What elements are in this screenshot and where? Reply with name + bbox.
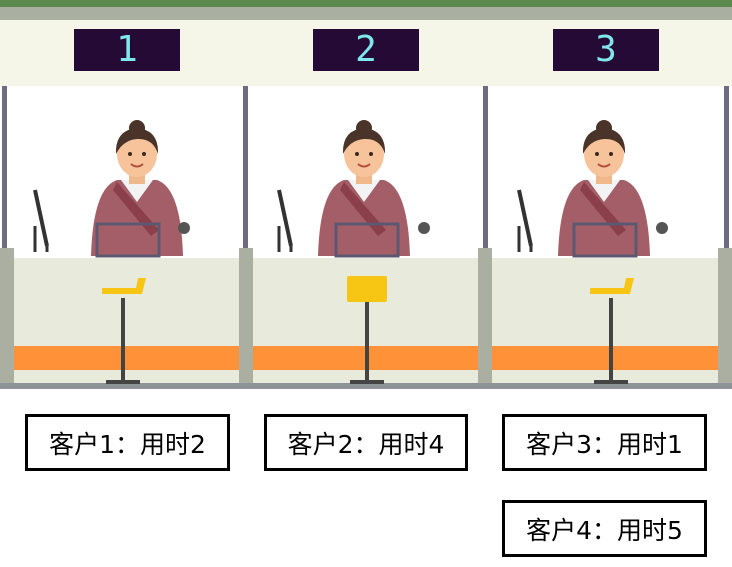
floor-line — [0, 383, 732, 389]
customer-ticket-4: 客户4：用时5 — [502, 500, 707, 557]
bell-icon — [656, 222, 668, 234]
bank-clerk-icon — [91, 120, 183, 258]
window-number-3: 3 — [553, 29, 659, 71]
customer-ticket-3: 客户3：用时1 — [502, 414, 707, 471]
monitor-icon — [517, 189, 533, 252]
window-number-2: 2 — [313, 29, 419, 71]
monitor-icon — [33, 189, 49, 252]
monitor-icon — [277, 189, 293, 252]
bank-clerk-icon — [318, 120, 410, 258]
stool-icon — [590, 278, 634, 384]
bank-clerk-icon — [558, 120, 650, 258]
customer-ticket-1: 客户1：用时2 — [25, 414, 230, 471]
window-divider — [724, 86, 729, 251]
bell-icon — [178, 222, 190, 234]
window-divider — [243, 86, 248, 251]
window-divider — [2, 86, 7, 251]
counter-pillar — [239, 248, 253, 384]
ceiling-band — [0, 7, 732, 20]
counter-pillar — [0, 248, 14, 384]
counter-pillar — [718, 248, 732, 384]
window-divider — [483, 86, 488, 251]
ceiling-trim — [0, 0, 732, 7]
stool-icon — [102, 278, 146, 384]
customer-ticket-2: 客户2：用时4 — [264, 414, 468, 471]
stool-icon — [347, 276, 387, 384]
bell-icon — [418, 222, 430, 234]
bank-counter-scene: 1 2 3 — [0, 0, 732, 389]
counter-pillar — [478, 248, 492, 384]
window-number-1: 1 — [74, 29, 180, 71]
